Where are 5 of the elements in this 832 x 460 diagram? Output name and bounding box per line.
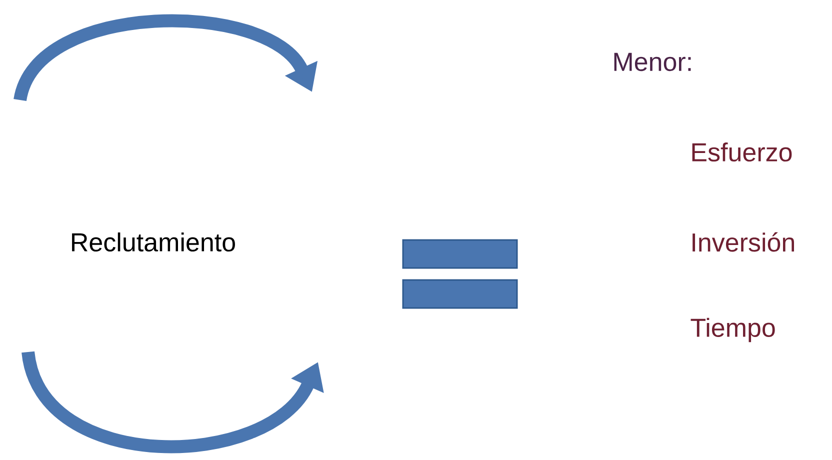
text-label: Tiempo	[690, 318, 775, 342]
text-label: Menor:	[614, 52, 691, 72]
text-label: Reclutamiento	[72, 232, 235, 252]
text-label: Esfuerzo	[692, 142, 792, 162]
text-label: Inversión	[692, 232, 794, 252]
